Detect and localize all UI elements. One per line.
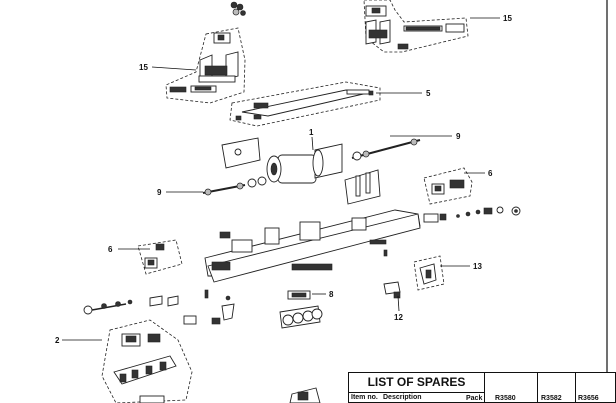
part-12 [383,281,401,299]
part-group-5 [229,81,381,127]
part-chassis [204,209,421,283]
part-group-15-left [165,27,246,104]
callout-2: 2 [55,336,60,345]
part-group-8 [279,290,323,329]
col-header-r3582: R3582 [541,395,562,402]
callout-12: 12 [394,313,403,322]
callout-1: 1 [309,128,314,137]
col-header-r3656: R3656 [578,395,599,402]
part-right-hardware [423,206,521,223]
col-header-item: Item no. [351,394,378,401]
col-header-description: Description [383,394,422,401]
callout-labels: 15 15 5 1 9 9 6 6 8 12 13 2 [55,14,512,345]
part-left-hardware [83,289,235,325]
part-drive-shafts [202,138,421,196]
part-group-13 [413,255,445,291]
callout-6-right: 6 [488,169,493,178]
part-group-15-right [363,0,469,53]
callout-5: 5 [426,89,431,98]
callout-6-left: 6 [108,245,113,254]
part-motor [221,137,343,184]
col-header-r3580: R3580 [495,395,516,402]
part-bottom-fragment [289,387,321,403]
callout-15-left: 15 [139,63,148,72]
callout-15-right: 15 [503,14,512,23]
part-group-2 [101,319,193,403]
spares-table-title: LIST OF SPARES [349,373,485,393]
callout-9-right: 9 [456,132,461,141]
part-motor-mount-right [344,169,381,205]
col-header-pack: Pack [466,395,483,402]
callout-13: 13 [473,262,482,271]
part-group-6-right [423,167,473,205]
leader-lines [62,17,500,341]
top-screws [230,1,246,16]
part-group-6-left [137,239,183,275]
spares-table: LIST OF SPARES Item no. Description Pack… [348,372,616,403]
callout-9-left: 9 [157,188,162,197]
callout-8: 8 [329,290,334,299]
